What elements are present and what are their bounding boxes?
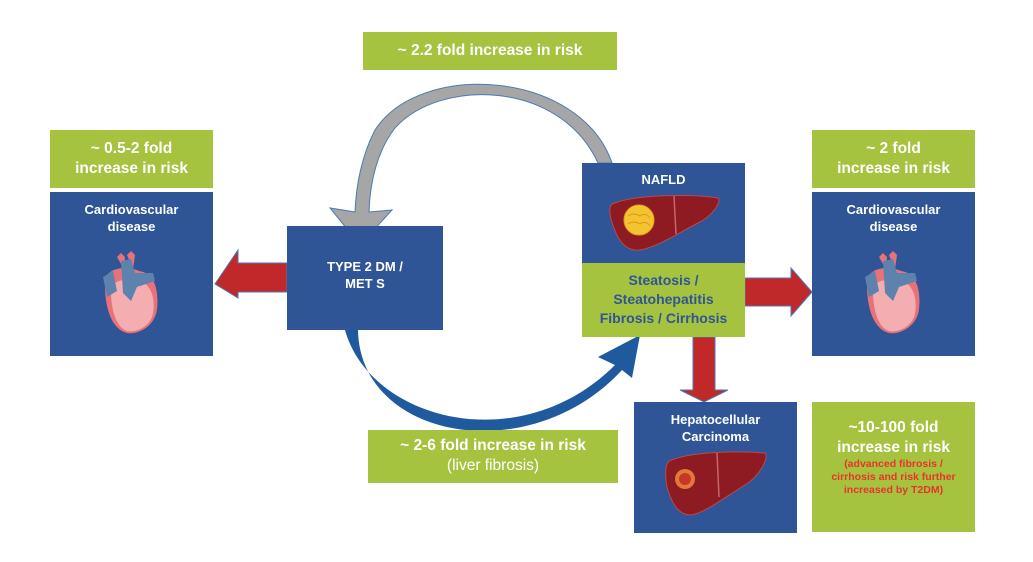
stage-steatosis: Steatosis / bbox=[628, 272, 699, 288]
fatty-liver-icon bbox=[608, 195, 719, 251]
left-cvd-box: Cardiovascular disease bbox=[50, 192, 213, 356]
hcc-risk-label: ~10-100 fold increase in risk (advanced … bbox=[812, 402, 975, 532]
curved-arrow-nafld-to-t2dm bbox=[328, 83, 613, 246]
left-cvd-title-1: Cardiovascular bbox=[84, 202, 179, 217]
left-cvd-risk-label: ~ 0.5-2 fold increase in risk bbox=[50, 130, 213, 188]
nafld-box: NAFLD bbox=[582, 163, 745, 263]
left-risk-line2: increase in risk bbox=[75, 160, 188, 177]
hcc-risk-line1: ~10-100 fold bbox=[848, 419, 939, 436]
hcc-title-2: Carcinoma bbox=[681, 429, 750, 444]
right-cvd-box: Cardiovascular disease bbox=[812, 192, 975, 356]
right-risk-line2: increase in risk bbox=[837, 160, 950, 177]
hcc-risk-note-2: cirrhosis and risk further bbox=[831, 471, 956, 483]
nafld-title: NAFLD bbox=[641, 172, 686, 187]
nafld-stages-box: Steatosis / Steatohepatitis Fibrosis / C… bbox=[582, 263, 745, 337]
right-cvd-title-1: Cardiovascular bbox=[846, 202, 941, 217]
heart-icon bbox=[864, 251, 919, 334]
stage-fibrosis-cirrhosis: Fibrosis / Cirrhosis bbox=[599, 310, 728, 326]
liver-fibrosis-risk-label: ~ 2-6 fold increase in risk (liver fibro… bbox=[368, 430, 618, 483]
fibrosis-risk-line1: ~ 2-6 fold increase in risk bbox=[400, 437, 586, 454]
arrow-down-to-hcc bbox=[679, 336, 729, 403]
stage-steatohepatitis: Steatohepatitis bbox=[613, 291, 714, 307]
t2dm-title-2: MET S bbox=[345, 276, 385, 291]
t2dm-risk-text: ~ 2.2 fold increase in risk bbox=[397, 42, 583, 59]
t2dm-risk-label: ~ 2.2 fold increase in risk bbox=[363, 32, 617, 70]
hcc-risk-note-1: (advanced fibrosis / bbox=[844, 458, 943, 470]
left-cvd-title-2: disease bbox=[107, 219, 156, 234]
left-risk-line1: ~ 0.5-2 fold bbox=[90, 140, 173, 157]
curved-arrow-t2dm-to-nafld bbox=[345, 330, 640, 431]
arrow-left-to-cvd bbox=[214, 248, 288, 299]
t2dm-title-1: TYPE 2 DM / bbox=[327, 259, 403, 274]
heart-icon bbox=[102, 251, 157, 334]
hcc-box: Hepatocellular Carcinoma bbox=[634, 402, 797, 533]
right-cvd-risk-label: ~ 2 fold increase in risk bbox=[812, 130, 975, 188]
hcc-risk-note-3: increased by T2DM) bbox=[843, 484, 944, 496]
fibrosis-risk-line2: (liver fibrosis) bbox=[446, 457, 540, 474]
hcc-title-1: Hepatocellular bbox=[670, 412, 761, 427]
right-risk-line1: ~ 2 fold bbox=[866, 140, 921, 157]
hcc-risk-line2: increase in risk bbox=[837, 439, 950, 456]
liver-tumor-icon bbox=[664, 451, 766, 516]
t2dm-mets-box: TYPE 2 DM / MET S bbox=[287, 226, 443, 330]
right-cvd-title-2: disease bbox=[869, 219, 918, 234]
arrow-right-to-cvd bbox=[744, 266, 813, 318]
